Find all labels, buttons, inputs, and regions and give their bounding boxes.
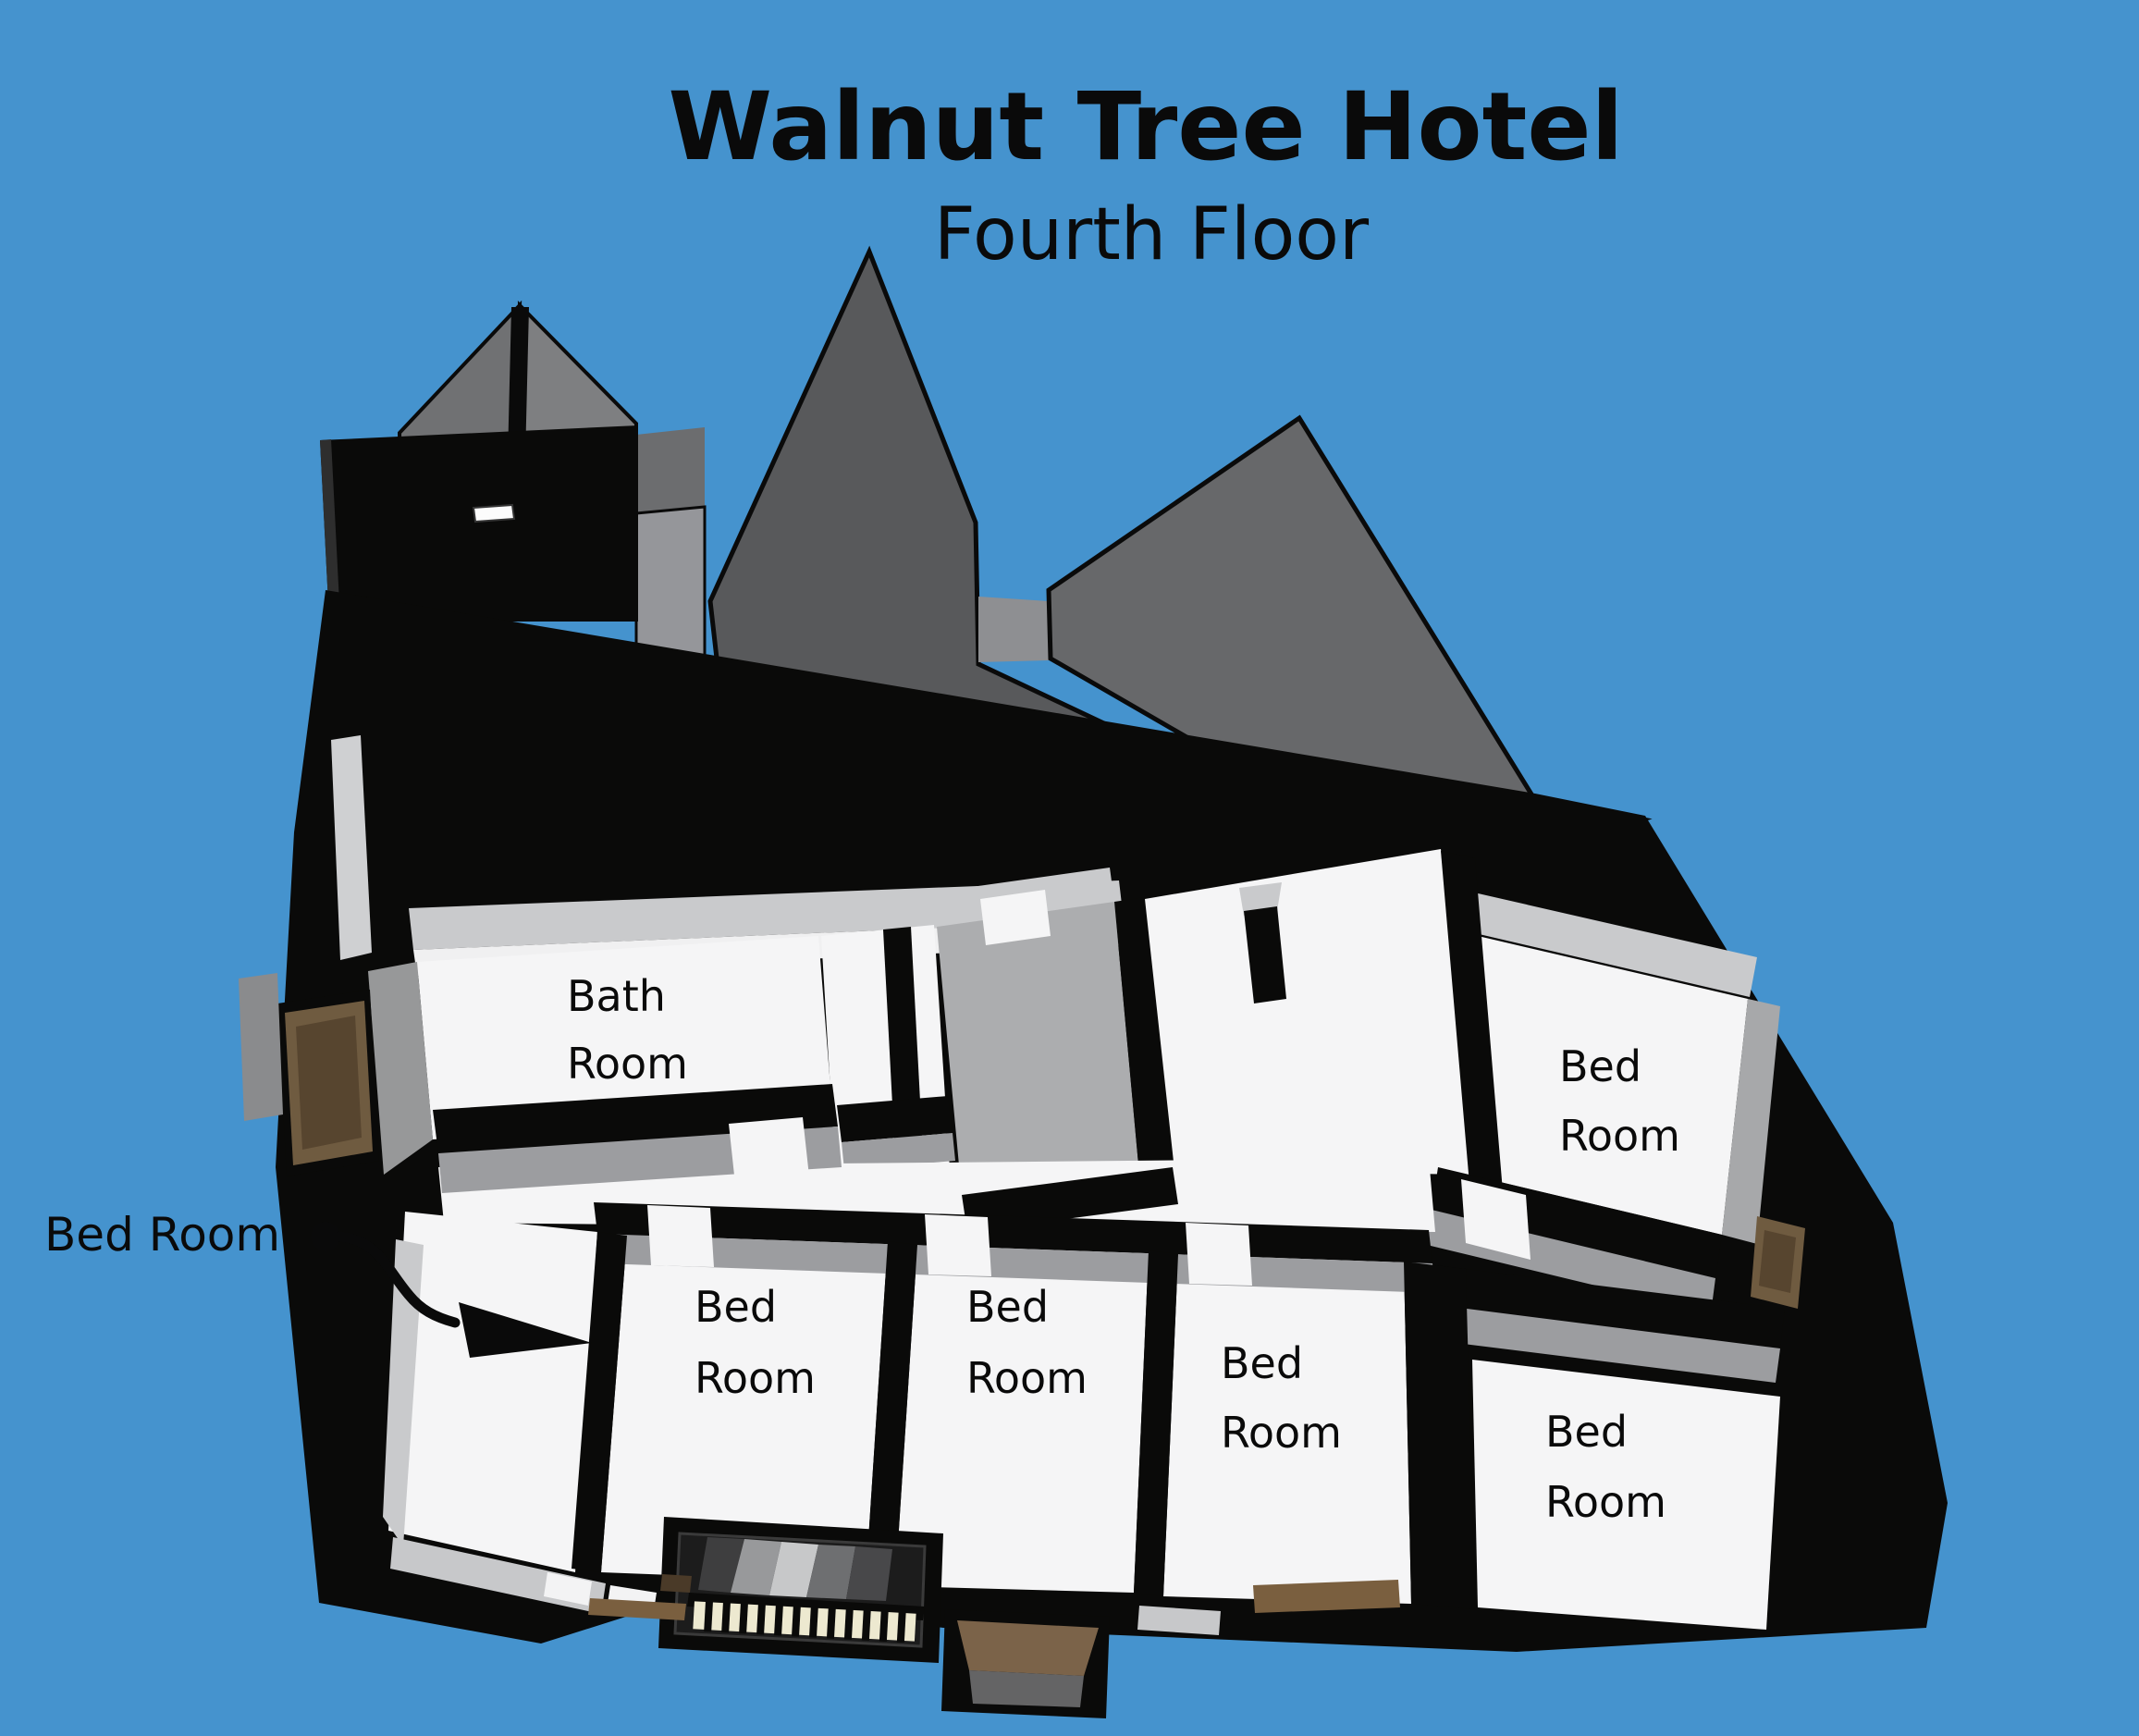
bath-south-cap (433, 1084, 838, 1153)
porch (941, 1609, 1110, 1718)
partition-1 (866, 1241, 917, 1586)
right-wall-window (1751, 1216, 1805, 1309)
stair-balusters (693, 1599, 916, 1644)
center-room-east-wall (1114, 897, 1173, 1175)
porch-front-gray (969, 1670, 1084, 1707)
left-wall-panel (239, 973, 283, 1121)
notch-wall (978, 597, 1049, 662)
bed-room-top-right (1427, 851, 1780, 1313)
closet-wall-face (842, 1133, 955, 1170)
center-room-door-gap (980, 890, 1051, 945)
partition-3 (1404, 1262, 1475, 1609)
page-title: Walnut Tree Hotel (668, 72, 1623, 182)
hall-floor (1145, 849, 1472, 1175)
partition-2 (1134, 1250, 1178, 1596)
center-room-floor (937, 902, 1139, 1195)
partition-left (572, 1232, 627, 1572)
bed-room-1-label: Bed Room (695, 1282, 816, 1403)
callout-label: Bed Room (44, 1208, 280, 1262)
west-wall-cap (331, 735, 372, 960)
bed-room-3-floor (1163, 1254, 1411, 1604)
stair-step-2 (731, 1539, 781, 1595)
tr-bedroom-west-wall (1441, 851, 1503, 1195)
tr-bedroom-north-cap (1447, 888, 1757, 997)
bed-room-right-floor (1472, 1360, 1780, 1630)
bed-room-3-door (1186, 1223, 1252, 1286)
bed-room-2-door (925, 1214, 991, 1276)
callout-curve (335, 1231, 461, 1328)
page-subtitle: Fourth Floor (934, 193, 1370, 277)
floor-interior (239, 735, 1805, 1718)
right-window-glass (1759, 1230, 1796, 1293)
left-bedroom-west-face (383, 1239, 424, 1546)
bed-room-2-floor (895, 1245, 1149, 1593)
flat-roof-left-wing (320, 425, 638, 622)
tr-bedroom-door-gap (1461, 1179, 1530, 1260)
deck-strip-left (588, 1598, 686, 1620)
flat-roof-edge-highlight (320, 439, 340, 622)
bed-room-right-north-face (1426, 1304, 1780, 1383)
bed-room-right-north-cap (1431, 1265, 1785, 1348)
callout-arrowhead (459, 1302, 592, 1358)
bed-room-callout: Bed Room (44, 1208, 592, 1358)
hall-stub-wall (1244, 906, 1286, 1003)
stair-step-4 (806, 1545, 855, 1599)
gap-wall-lower (634, 505, 707, 660)
tr-bedroom-east-face (1722, 999, 1780, 1244)
stair-step-1 (698, 1537, 744, 1593)
staircase (658, 1517, 943, 1663)
closet-wall-cap (837, 1096, 953, 1142)
bath-room-floor (417, 936, 832, 1139)
deck-block-left (660, 1574, 692, 1593)
bath-west-wall-face (368, 962, 433, 1175)
skylight (472, 503, 516, 523)
bath-door-gap (729, 1117, 809, 1184)
bed-room-2-label: Bed Room (966, 1282, 1088, 1403)
stair-step-3 (769, 1542, 818, 1597)
bed-room-1-floor (601, 1236, 888, 1582)
deck-strip-right (1253, 1580, 1400, 1613)
tr-bedroom-floor (1438, 930, 1748, 1235)
bed-room-3-label: Bed Room (1221, 1338, 1342, 1458)
callout-dot (311, 1222, 340, 1251)
front-window-1 (544, 1572, 592, 1606)
porch-floor-brown (957, 1620, 1099, 1676)
bath-room-label: Bath Room (567, 971, 688, 1089)
stair-step-5 (846, 1546, 892, 1601)
center-south-cap (962, 1167, 1178, 1232)
bed-room-1-door (647, 1205, 714, 1267)
gap-wall-upper (636, 427, 705, 513)
bed-room-right-label: Bed Room (1545, 1407, 1666, 1527)
flat-roof (320, 425, 638, 622)
bottom-bedrooms (383, 1202, 1785, 1630)
bed-room-left-floor (388, 1212, 597, 1572)
left-wall-window (239, 973, 379, 1176)
left-window-glass (296, 1016, 362, 1150)
room-labels: Bath Room Bed Room Bed Room Bed Room Bed… (567, 971, 1680, 1527)
bed-room-top-right-label: Bed Room (1559, 1041, 1680, 1161)
front-wall-gray-2 (1137, 1606, 1221, 1635)
